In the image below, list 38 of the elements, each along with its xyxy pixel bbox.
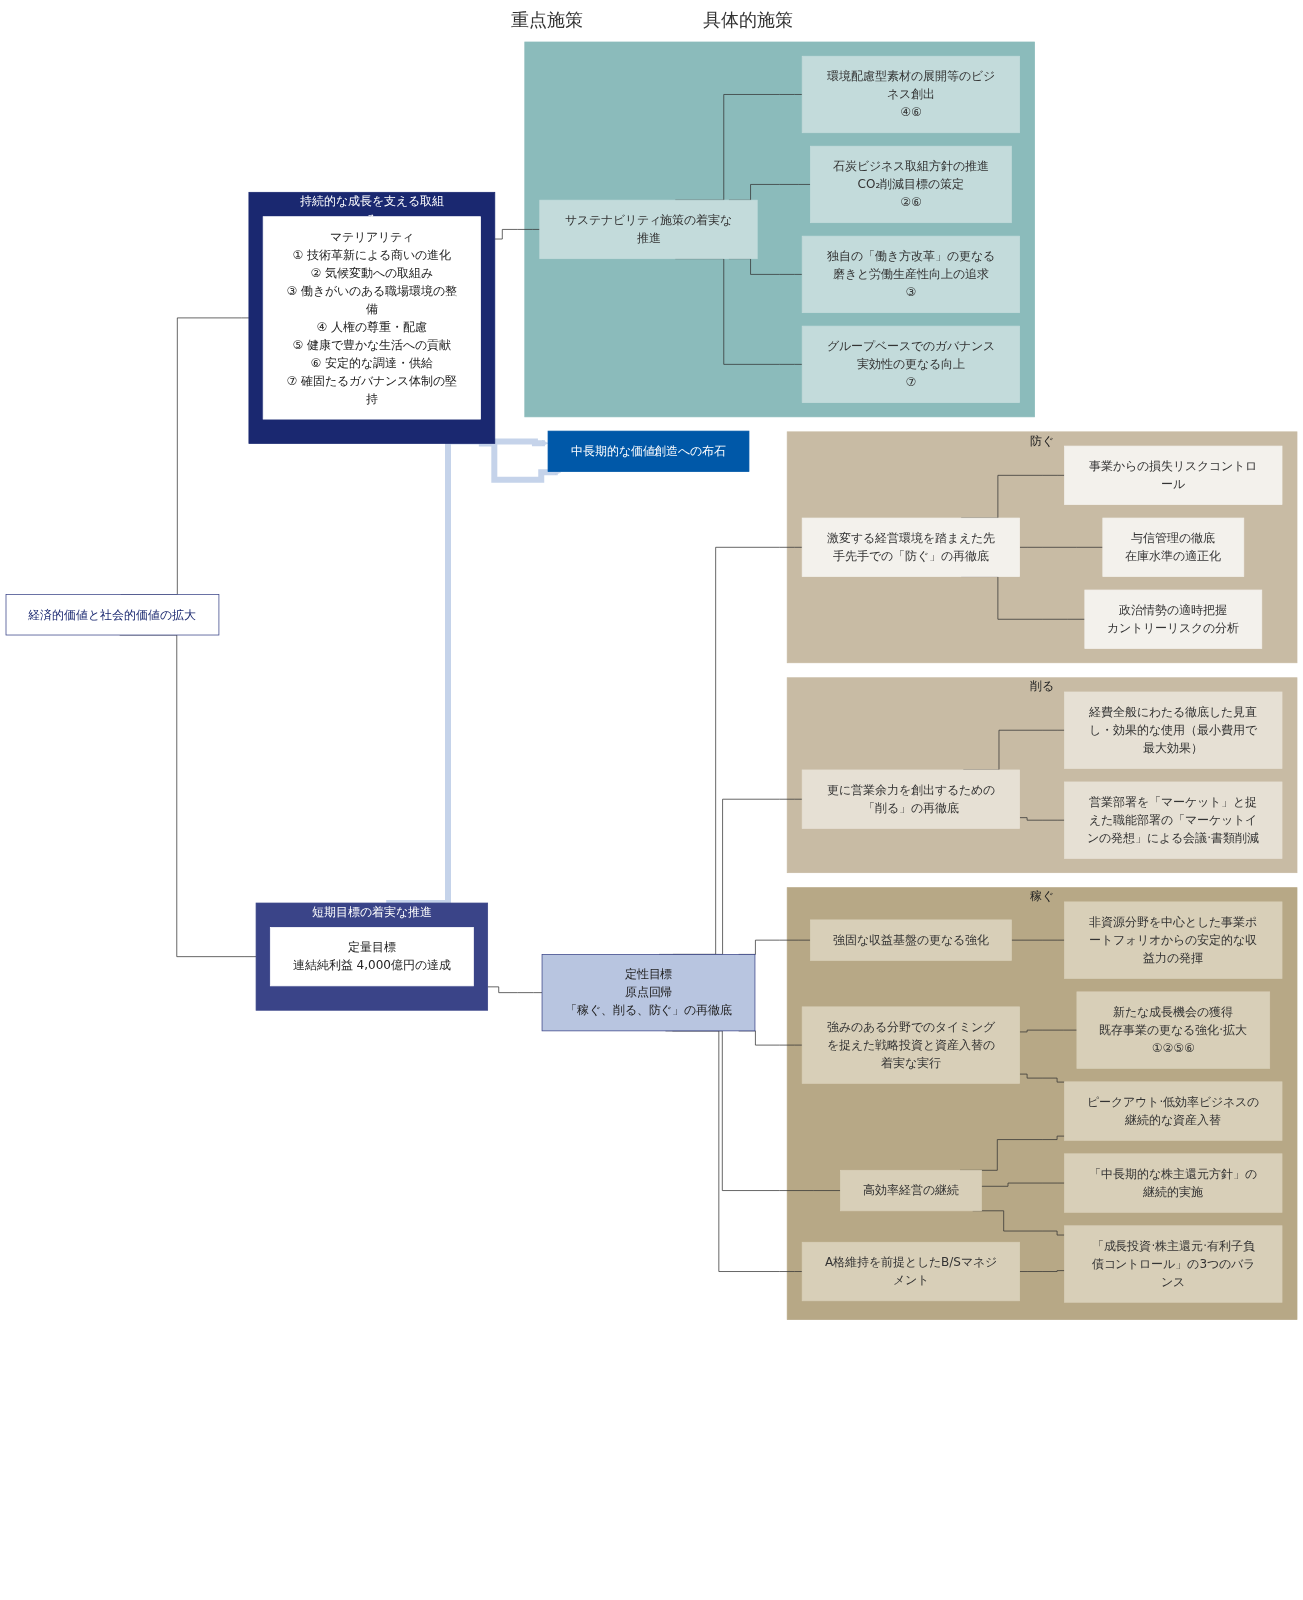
node-box: 更に営業余力を創出するための「削る」の再徹底 <box>801 769 1020 829</box>
node-box: 事業からの損失リスクコントロール <box>1064 445 1283 505</box>
node-box: 独自の「働き方改革」の更なる磨きと労働生産性向上の追求 ③ <box>801 235 1020 313</box>
connector <box>1019 1270 1065 1272</box>
node-box: 中長期的な価値創造への布石 <box>547 430 750 472</box>
connector <box>1019 546 1104 548</box>
connector <box>981 1182 1065 1187</box>
node-box: 「成長投資·株主還元·有利子負債コントロール」の3つのバランス <box>1064 1225 1283 1303</box>
connector <box>487 986 543 993</box>
node-box: グループベースでのガバナンス実効性の更なる向上 ⑦ <box>801 325 1020 403</box>
node-box: 定量目標 連結純利益 4,000億円の達成 <box>269 927 474 987</box>
connector <box>1019 1073 1065 1083</box>
node-box: 非資源分野を中心とした事業ポートフォリオからの安定的な収益力の発揮 <box>1064 901 1283 979</box>
node-box: 強固な収益基盤の更なる強化 <box>810 919 1012 961</box>
column-heading: 具体的施策 <box>702 8 793 32</box>
node-box: ピークアウト·低効率ビジネスの継続的な資産入替 <box>1064 1081 1283 1141</box>
node-box: 経費全般にわたる徹底した見直し・効果的な使用（最小費用で最大効果） <box>1064 691 1283 769</box>
node-box: 定性目標 原点回帰 「稼ぐ、削る、防ぐ」の再徹底 <box>541 954 756 1032</box>
cluster <box>524 41 1035 418</box>
node-box: マテリアリティ ① 技術革新による商いの進化 ② 気候変動への取組み ③ 働きがいのある職場環境の整備 ④ 人権の尊重・配慮 ⑤ 健康で豊かな生活への貢献 ⑥ 安定的な調達・供給 ⑦ 確固たるガバナンス体制の堅持 <box>262 216 481 420</box>
node-box: サステナビリティ施策の着実な推進 <box>539 199 758 260</box>
node-box: 激変する経営環境を踏まえた先手先手での「防ぐ」の再徹底 <box>801 517 1020 577</box>
node-box: 石炭ビジネス取組方針の推進 CO₂削減目標の策定 ②⑥ <box>810 145 1012 224</box>
node-box: 与信管理の徹底 在庫水準の適正化 <box>1102 517 1245 577</box>
node-box: 政治情勢の適時把握 カントリーリスクの分析 <box>1084 589 1263 649</box>
column-heading: 重点施策 <box>510 8 583 32</box>
node-box: 新たな成長機会の獲得 既存事業の更なる強化·拡大 ①②⑤⑥ <box>1076 991 1271 1069</box>
node-box: 環境配慮型素材の展開等のビジネス創出 ④⑥ <box>801 55 1020 134</box>
node-box: 経済的価値と社会的価値の拡大 <box>5 594 220 636</box>
node-box: A格維持を前提としたB/Sマネジメント <box>801 1241 1020 1302</box>
connector <box>494 229 541 240</box>
node-box: 強みのある分野でのタイミングを捉えた戦略投資と資産入替の着実な実行 <box>801 1006 1020 1084</box>
connector <box>1019 817 1065 821</box>
node-box: 「中長期的な株主還元方針」の継続的実施 <box>1064 1153 1283 1213</box>
connector <box>1019 1029 1078 1033</box>
node-box: 高効率経営の継続 <box>840 1169 982 1212</box>
node-box: 営業部署を「マーケット」と捉えた職能部署の「マーケットインの発想」による会議·書類削減 <box>1064 781 1283 859</box>
connector <box>1011 939 1065 941</box>
